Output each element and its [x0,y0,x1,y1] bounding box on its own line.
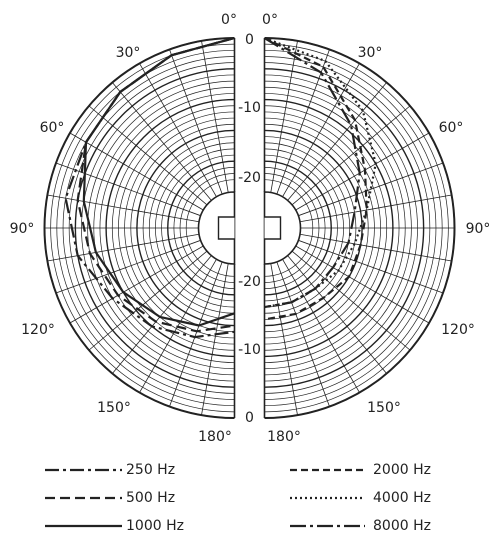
legend-label: 8000 Hz [373,518,431,534]
grid-spoke [276,49,330,195]
grid-spoke [287,255,387,374]
series-line-8000-hz [263,37,361,309]
grid-spoke [298,239,444,294]
grid-spoke [201,263,229,416]
angle-label-left: 60° [40,120,65,136]
angle-tick-labels: 0° 30° 60° 90° 120° 150° 180° 0° 30° 60° 90° 120° 15… [10,12,491,445]
series-line-250-hz [64,36,235,339]
grid-spoke [112,82,212,201]
center-notch [264,217,283,239]
grid-spoke [291,250,411,351]
outer-ring [43,37,235,419]
grid-spoke [139,63,217,198]
angle-label-left: 30° [116,45,141,61]
grid-spoke [291,105,411,206]
center-notch [216,217,235,239]
grid-spoke [201,40,229,193]
radial-tick-label: 0 [245,410,254,426]
grid-spoke [69,245,204,324]
radial-tick-label: 0 [245,32,254,48]
grid-spoke [47,194,200,223]
grid-spoke [295,132,430,211]
grid-spoke [270,40,298,193]
center-notch-outline [217,216,235,240]
legend-label: 500 Hz [126,490,175,506]
angle-label-right: 120° [441,322,475,338]
angle-label-right: 60° [439,120,464,136]
angle-label-left: 150° [97,400,131,416]
series-line-2000-hz [264,37,368,321]
grid-spoke [169,261,223,407]
polar-grid [43,37,456,419]
radial-tick-label: -10 [238,342,261,358]
angle-label-left: 90° [10,221,35,237]
grid-spoke [276,261,330,407]
legend: 250 Hz 500 Hz 1000 Hz 2000 Hz 4000 Hz 8000 Hz [45,462,431,534]
series-line-4000-hz [264,36,377,309]
radial-tick-labels: 0 -10 -20 -20 -10 0 [238,32,261,426]
grid-spoke [88,105,208,206]
angle-label-left: 120° [21,322,55,338]
grid-spoke [287,82,387,201]
angle-label-right: 180° [267,429,301,445]
radial-tick-label: -20 [238,170,261,186]
angle-label-left: 180° [198,429,232,445]
legend-label: 1000 Hz [126,518,184,534]
grid-spoke [47,233,200,262]
grid-spoke [282,258,360,393]
angle-label-right: 150° [367,400,401,416]
legend-label: 4000 Hz [373,490,431,506]
grid-spoke [112,255,212,374]
grid-spoke [55,162,201,217]
angle-label-right: 0° [262,12,278,28]
series-lines [64,36,377,339]
radial-tick-label: -10 [238,100,261,116]
grid-spoke [169,49,223,195]
legend-label: 2000 Hz [373,462,431,478]
legend-label: 250 Hz [126,462,175,478]
grid-spoke [295,245,430,324]
grid-spoke [299,233,452,262]
angle-label-right: 30° [358,45,383,61]
grid-spoke [299,194,452,223]
center-notch-outline [264,216,282,240]
grid-spoke [270,263,298,416]
grid-spoke [282,63,360,198]
radial-tick-label: -20 [238,274,261,290]
series-line-1000-hz [82,36,235,327]
grid-spoke [88,250,208,351]
angle-label-right: 90° [466,221,491,237]
grid-spoke [298,162,444,217]
grid-spoke [55,239,201,294]
angle-label-left: 0° [221,12,237,28]
grid-spoke [69,132,204,211]
outer-ring [264,37,456,419]
